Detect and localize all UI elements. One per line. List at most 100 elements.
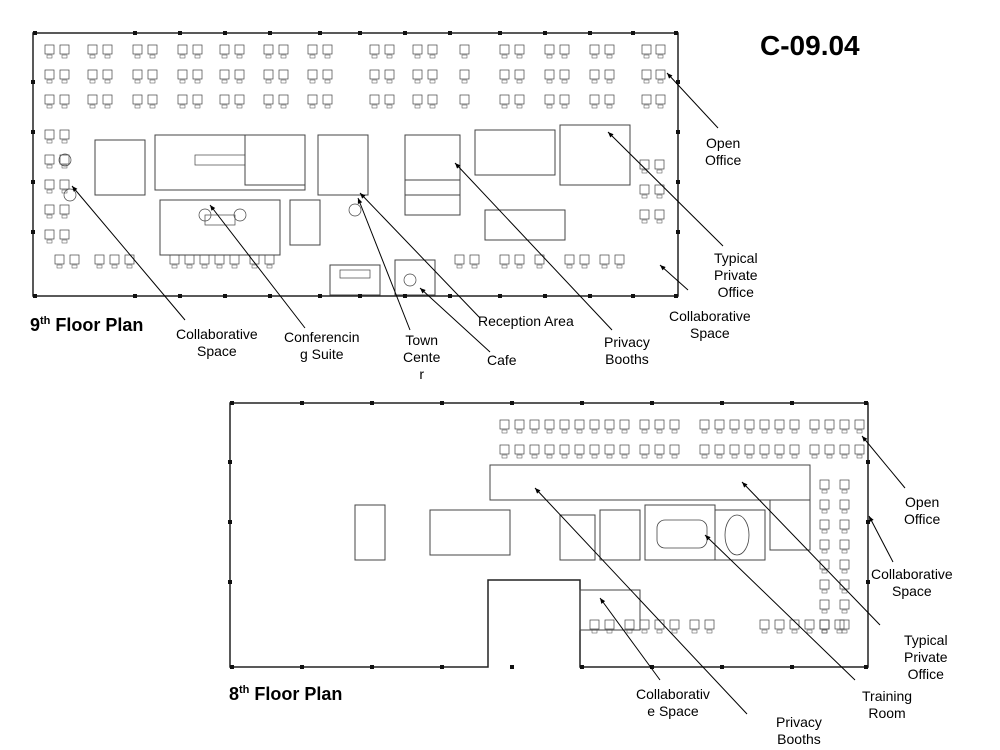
workstation — [44, 179, 55, 190]
workstation — [544, 444, 555, 455]
workstation — [654, 444, 665, 455]
workstation — [427, 94, 438, 105]
column — [720, 401, 724, 405]
leader-eighth-collab-left — [599, 597, 661, 681]
ninth-label-conferencing-suite: Conferencin g Suite — [284, 329, 360, 362]
ninth-title-suffix: th — [40, 315, 51, 327]
chair — [46, 54, 53, 59]
chair — [826, 429, 833, 434]
leader-ninth-collab-left-arrowhead — [72, 186, 78, 192]
chair — [516, 454, 523, 459]
leader-eighth-training-arrowhead — [705, 535, 711, 541]
chair — [386, 54, 393, 59]
chair — [591, 429, 598, 434]
workstation — [44, 229, 55, 240]
chair — [429, 104, 436, 109]
column — [631, 31, 635, 35]
chair — [324, 54, 331, 59]
room — [244, 134, 306, 186]
chair — [516, 264, 523, 269]
leader-ninth-town-center-arrowhead — [357, 198, 363, 204]
leader-ninth-privacy-arrowhead — [455, 163, 461, 169]
chair — [776, 454, 783, 459]
chair — [606, 79, 613, 84]
workstation — [669, 444, 680, 455]
workstation — [59, 69, 70, 80]
workstation — [599, 254, 610, 265]
workstation — [789, 619, 800, 630]
eighth-columns — [228, 401, 870, 669]
chair — [657, 54, 664, 59]
workstation — [59, 229, 70, 240]
workstation — [655, 69, 666, 80]
room — [404, 179, 461, 216]
column — [440, 665, 444, 669]
chair — [716, 454, 723, 459]
workstation — [369, 69, 380, 80]
chair — [606, 54, 613, 59]
chair — [716, 429, 723, 434]
chair — [266, 264, 273, 269]
column — [223, 294, 227, 298]
workstation — [459, 94, 470, 105]
workstation — [819, 559, 830, 570]
chair — [821, 589, 828, 594]
workstation — [44, 44, 55, 55]
workstation — [819, 499, 830, 510]
leader-eighth-collab-right-arrowhead — [869, 516, 874, 522]
workstation — [839, 579, 850, 590]
column — [440, 401, 444, 405]
column — [178, 31, 182, 35]
column — [498, 31, 502, 35]
workstation — [604, 69, 615, 80]
workstation — [639, 444, 650, 455]
chair — [134, 79, 141, 84]
workstation — [59, 154, 70, 165]
eighth-floor-outline — [229, 402, 869, 668]
workstation — [427, 69, 438, 80]
workstation — [729, 419, 740, 430]
chair — [656, 219, 663, 224]
chair — [89, 79, 96, 84]
chair — [371, 54, 378, 59]
ninth-label-collaborative-space-left: Collaborative Space — [176, 326, 258, 359]
workstation — [704, 619, 715, 630]
workstation — [263, 44, 274, 55]
column — [674, 294, 678, 298]
chair — [216, 264, 223, 269]
eighth-title-number: 8 — [229, 684, 240, 704]
workstation — [639, 209, 650, 220]
chair — [821, 629, 828, 634]
room — [559, 124, 631, 186]
eighth-label-training-room: Training Room — [862, 688, 913, 721]
ninth-open-office-workstations — [44, 44, 666, 269]
leader-ninth-collab-right — [659, 264, 689, 291]
column — [631, 294, 635, 298]
workstation — [729, 444, 740, 455]
workstation — [604, 44, 615, 55]
workstation — [263, 94, 274, 105]
chair — [309, 104, 316, 109]
chair — [414, 79, 421, 84]
leader-ninth-open-office-arrowhead — [667, 73, 673, 79]
workstation — [824, 419, 835, 430]
chair — [821, 569, 828, 574]
eighth-floor-title: 8th Floor Plan — [229, 684, 342, 705]
chair — [641, 429, 648, 434]
workstation — [469, 254, 480, 265]
chair — [456, 264, 463, 269]
workstation — [44, 69, 55, 80]
chair — [501, 104, 508, 109]
workstation — [619, 444, 630, 455]
column — [588, 31, 592, 35]
workstation — [219, 94, 230, 105]
workstation — [263, 69, 274, 80]
ninth-columns — [31, 31, 680, 298]
chair — [221, 79, 228, 84]
column — [510, 401, 514, 405]
room — [484, 209, 566, 241]
chair — [546, 429, 553, 434]
chair — [265, 104, 272, 109]
room — [579, 589, 641, 631]
workstation — [839, 539, 850, 550]
